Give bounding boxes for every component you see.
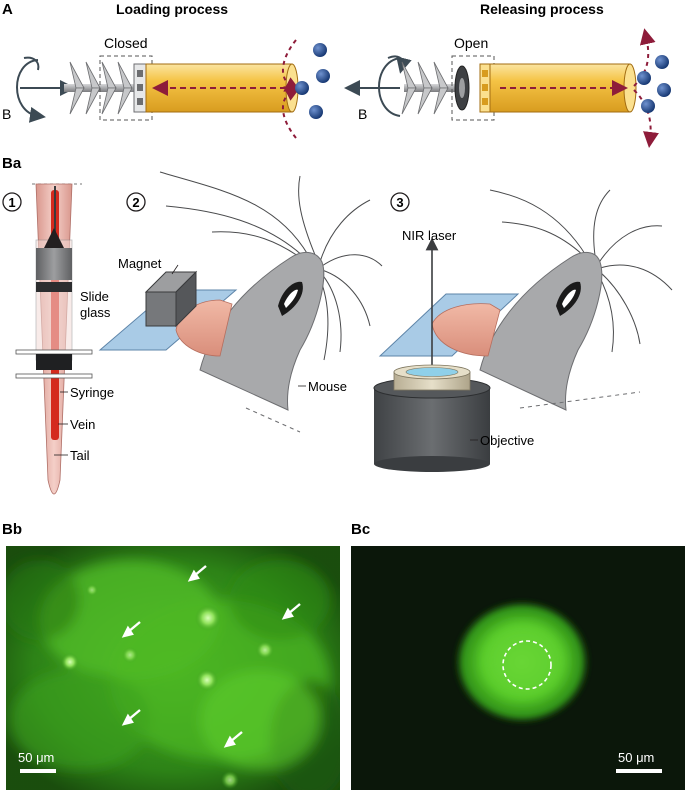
bc-scale-label: 50 μm [618, 750, 654, 765]
fluorescent-spot [256, 641, 274, 659]
panel-a-label: A [2, 1, 13, 18]
particle-icon [316, 69, 330, 83]
svg-text:3: 3 [396, 195, 403, 210]
bb-scale-bar [20, 769, 56, 773]
step-2-badge [126, 192, 146, 212]
panel-bc: Bc 50 μm [351, 521, 685, 790]
magnet-cube [145, 291, 177, 327]
bb-scale-label: 50 μm [18, 750, 54, 765]
helix-blades [401, 61, 449, 115]
step-1-badge [2, 192, 22, 212]
bc-scale-bar [616, 769, 662, 773]
target-region-circle [502, 640, 552, 690]
syringe-flange [15, 349, 93, 355]
slide-glass-label-line1: Slide [80, 289, 109, 304]
syringe-flange [15, 373, 93, 379]
particle-icon [313, 43, 327, 57]
loading-process-diagram: Loading process Closed B [2, 1, 330, 139]
releasing-process-diagram: Releasing process Open B [344, 1, 671, 148]
rotation-arrow-icon [16, 59, 46, 123]
panel-ba-label: Ba [2, 155, 22, 172]
step3-imaging-setup: 3 NIR laser [373, 189, 673, 472]
particle-icon [637, 71, 651, 85]
field-label-b: B [2, 106, 11, 122]
syringe-plunger-tip [36, 248, 72, 280]
nir-laser-label: NIR laser [402, 228, 457, 243]
mouse-head [479, 252, 603, 411]
mouse-label: Mouse [308, 379, 347, 394]
field-label-b: B [358, 106, 367, 122]
loading-title: Loading process [116, 1, 228, 17]
helix-rod [64, 84, 144, 92]
step-3-badge [390, 192, 410, 212]
particle-icon [295, 81, 309, 95]
helix-blades [69, 61, 133, 115]
step1-tail-injection: 1 Syringe Vein Tail [2, 183, 114, 495]
fluorescent-spot [221, 771, 239, 789]
tail-label: Tail [70, 448, 90, 463]
panel-bb-label: Bb [2, 521, 22, 538]
fluorescent-spot [86, 584, 98, 596]
panel-bb: Bb [2, 521, 340, 790]
fluorescent-spot [122, 647, 138, 663]
step2-magnet-setup: 2 [80, 171, 383, 433]
svg-text:2: 2 [132, 195, 139, 210]
syringe-label: Syringe [70, 385, 114, 400]
mouse-ear [431, 303, 501, 357]
fluorescent-spot [61, 653, 79, 671]
panel-a: A Loading process Closed B [2, 1, 671, 148]
bb-fluorescence-image: 50 μm [6, 546, 340, 790]
bc-fluorescence-image: 50 μm [351, 546, 685, 790]
panel-ba: Ba 1 Syringe Vein Tail 2 [2, 155, 673, 495]
slide-glass-label-line2: glass [80, 305, 111, 320]
whiskers [489, 189, 673, 353]
panel-bc-label: Bc [351, 521, 370, 538]
magnet-label: Magnet [118, 256, 162, 271]
particle-icon [641, 99, 655, 113]
helix-rod [404, 84, 464, 92]
particle-icon [655, 55, 669, 69]
releasing-title: Releasing process [480, 1, 604, 17]
fluorescent-spot [195, 605, 221, 631]
objective-label: Objective [480, 433, 534, 448]
svg-text:1: 1 [8, 195, 15, 210]
closed-label: Closed [104, 35, 148, 51]
bb-arrows [121, 565, 301, 748]
open-label: Open [454, 35, 488, 51]
objective-body [374, 388, 490, 464]
fluorescent-spot [196, 669, 218, 691]
particle-icon [657, 83, 671, 97]
particle-icon [309, 105, 323, 119]
vein-label: Vein [70, 417, 95, 432]
